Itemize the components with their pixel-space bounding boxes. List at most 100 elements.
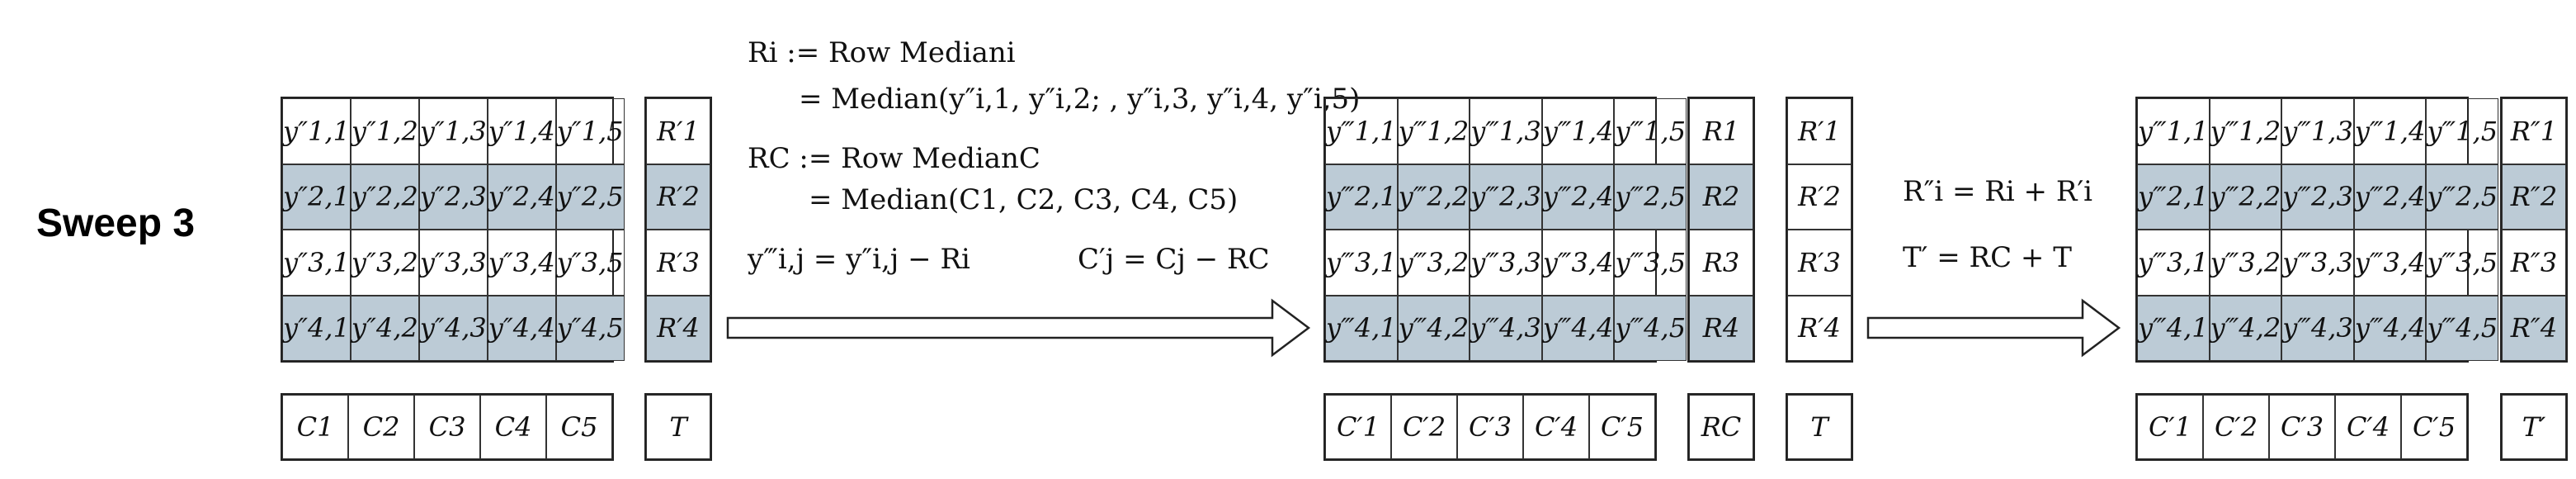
matrix-cell: y‴1,1 xyxy=(1325,98,1398,164)
matrix-cell: y‴3,4 xyxy=(2353,230,2427,296)
matrix-cell: y‴4,4 xyxy=(1541,295,1615,361)
matrix-cell: y‴4,5 xyxy=(1614,295,1687,361)
matrix-cell: y‴3,3 xyxy=(2281,230,2354,296)
matrix-cell: R2 xyxy=(1689,164,1753,230)
matrix-cell: y‴2,2 xyxy=(1397,164,1470,230)
matrix-cell: y″1,1 xyxy=(282,98,351,164)
matrix-cell: y″3,1 xyxy=(282,230,351,296)
matrix-cell: y″2,4 xyxy=(487,164,556,230)
matrix-cell: y″2,1 xyxy=(282,164,351,230)
matrix-cell: R″2 xyxy=(2502,164,2566,230)
matrix-cell: y‴3,1 xyxy=(1325,230,1398,296)
total-t-prime: T′ xyxy=(2500,393,2568,461)
matrix-cell: R′4 xyxy=(646,295,710,361)
matrix-cell: y‴3,4 xyxy=(1541,230,1615,296)
total-t-2: T xyxy=(1786,393,1853,461)
matrix-cell: C′4 xyxy=(1523,395,1589,459)
matrix-cell: R′2 xyxy=(646,164,710,230)
matrix-cell: y‴1,1 xyxy=(2137,98,2210,164)
matrix-cell: T xyxy=(1787,395,1852,459)
matrix-cell: C1 xyxy=(282,395,348,459)
matrix-cell: y‴4,5 xyxy=(2426,295,2499,361)
matrix-cell: y‴4,2 xyxy=(1397,295,1470,361)
matrix-cell: C5 xyxy=(546,395,612,459)
matrix-cell: y‴1,2 xyxy=(1397,98,1470,164)
matrix-cell: R1 xyxy=(1689,98,1753,164)
matrix-cell: C3 xyxy=(414,395,480,459)
matrix-cell: C′4 xyxy=(2335,395,2401,459)
matrix-cell: y″2,2 xyxy=(350,164,419,230)
matrix-cell: y‴1,4 xyxy=(2353,98,2427,164)
matrix-cell: C′3 xyxy=(2269,395,2335,459)
matrix-cell: y‴2,4 xyxy=(2353,164,2427,230)
total-t: T xyxy=(644,393,712,461)
matrix-cell: y‴2,5 xyxy=(1614,164,1687,230)
matrix-cell: y‴4,1 xyxy=(2137,295,2210,361)
matrix-cell: R3 xyxy=(1689,230,1753,296)
matrix-cell: y″1,2 xyxy=(350,98,419,164)
eq-ri-definition: Ri := Row Mediani xyxy=(748,36,1016,69)
matrix-cell: R′3 xyxy=(646,230,710,296)
matrix-cell: C′1 xyxy=(1325,395,1391,459)
matrix-cell: y‴2,2 xyxy=(2209,164,2282,230)
matrix-cell: y‴1,3 xyxy=(1470,98,1542,164)
matrix-cell: y″2,5 xyxy=(555,164,625,230)
matrix-cell: C′2 xyxy=(2203,395,2269,459)
matrix-cell: R″1 xyxy=(2502,98,2566,164)
matrix-cell: y‴1,5 xyxy=(2426,98,2499,164)
matrix-cell: y‴4,4 xyxy=(2353,295,2427,361)
matrix-cell: y″4,3 xyxy=(418,295,488,361)
matrix-cell: C2 xyxy=(348,395,414,459)
matrix-cell: R′1 xyxy=(646,98,710,164)
matrix-cell: y″1,4 xyxy=(487,98,556,164)
rc-cell: RC xyxy=(1687,393,1755,461)
matrix-cell: y‴4,2 xyxy=(2209,295,2282,361)
matrix-cell: C′2 xyxy=(1391,395,1457,459)
matrix-cell: y‴1,2 xyxy=(2209,98,2282,164)
matrix-cell: R″3 xyxy=(2502,230,2566,296)
matrix-cell: R4 xyxy=(1689,295,1753,361)
matrix-cell: C′5 xyxy=(1589,395,1655,459)
matrix-cell: R′4 xyxy=(1787,295,1852,361)
matrix-cell: C4 xyxy=(480,395,546,459)
matrix-cell: y″3,2 xyxy=(350,230,419,296)
matrix-cell: R′2 xyxy=(1787,164,1852,230)
matrix-cell: y″3,3 xyxy=(418,230,488,296)
matrix-cell: y″4,1 xyxy=(282,295,351,361)
matrix-cell: y‴2,5 xyxy=(2426,164,2499,230)
matrix-cell: T′ xyxy=(2502,395,2566,459)
matrix-cell: T xyxy=(646,395,710,459)
eq-rc-definition: RC := Row MedianC xyxy=(748,142,1040,175)
eq-c-update: C′j = Cj − RC xyxy=(1078,243,1270,276)
matrix-cell: y‴1,3 xyxy=(2281,98,2354,164)
eq-r-update: R″i = Ri + R′i xyxy=(1903,175,2093,208)
matrix-cell: C′5 xyxy=(2401,395,2467,459)
matrix-cell: y″4,4 xyxy=(487,295,556,361)
matrix-cell: y‴2,1 xyxy=(1325,164,1398,230)
matrix-cell: y‴3,2 xyxy=(2209,230,2282,296)
matrix-cell: R″4 xyxy=(2502,295,2566,361)
matrix-cell: y‴2,4 xyxy=(1541,164,1615,230)
matrix-cell: C′1 xyxy=(2137,395,2203,459)
matrix-cell: y″1,3 xyxy=(418,98,488,164)
sweep-label: Sweep 3 xyxy=(36,202,196,245)
eq-ri-median: = Median(y″i,1, y″i,2; , y″i,3, y″i,4, y… xyxy=(799,83,1361,116)
matrix-cell: y″2,3 xyxy=(418,164,488,230)
matrix-cell: y‴2,3 xyxy=(1470,164,1542,230)
matrix-cell: y‴3,3 xyxy=(1470,230,1542,296)
matrix-cell: RC xyxy=(1689,395,1753,459)
matrix-cell: y″1,5 xyxy=(555,98,625,164)
matrix-cell: y‴1,4 xyxy=(1541,98,1615,164)
matrix-cell: C′3 xyxy=(1457,395,1523,459)
matrix-cell: y‴2,1 xyxy=(2137,164,2210,230)
matrix-cell: y‴4,1 xyxy=(1325,295,1398,361)
matrix-cell: y‴3,5 xyxy=(2426,230,2499,296)
